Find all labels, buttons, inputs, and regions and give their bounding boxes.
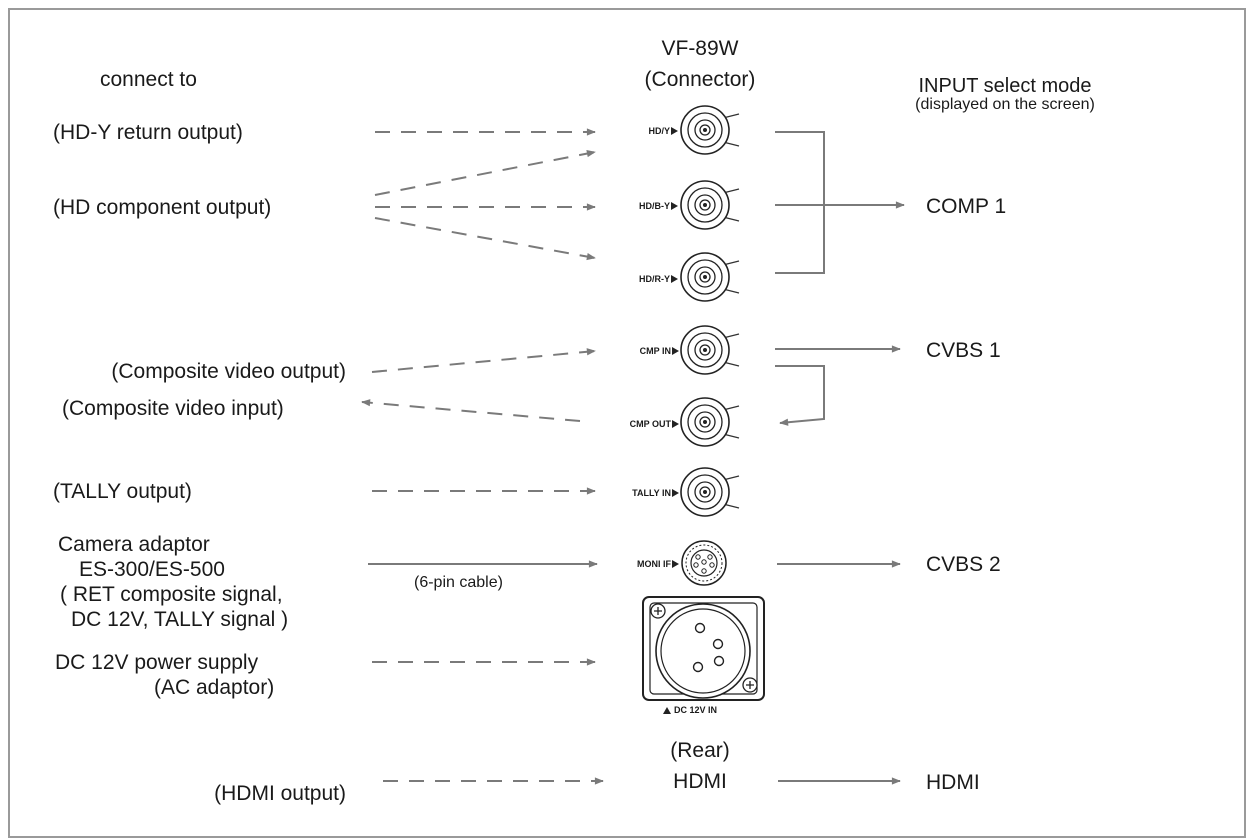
source-camera-line1: Camera adaptor: [58, 533, 210, 556]
source-camera-line2: ES-300/ES-500: [79, 558, 225, 581]
source-hdmi-out: (HDMI output): [214, 782, 346, 805]
model-name: VF-89W: [661, 37, 739, 60]
label-hdry: HD/R-Y: [639, 274, 670, 284]
label-dcin: DC 12V IN: [674, 705, 718, 715]
label-moniif: MONI IF: [637, 559, 671, 569]
bnc-hdby-connector: [680, 180, 740, 230]
mode-comp1: COMP 1: [926, 195, 1007, 218]
label-tallyin: TALLY IN: [632, 488, 671, 498]
source-composite-out: (Composite video output): [111, 360, 346, 383]
screw-icon: [742, 677, 758, 693]
bnc-cmpin-connector: [680, 325, 740, 375]
bnc-tallyin-connector: [680, 467, 740, 517]
connect-to-heading: connect to: [100, 68, 197, 91]
source-camera-line3: ( RET composite signal,: [60, 583, 283, 606]
label-hdby: HD/B-Y: [639, 201, 670, 211]
bnc-hdry-connector: [680, 252, 740, 302]
label-rear: (Rear): [670, 739, 730, 762]
mode-cvbs2: CVBS 2: [926, 553, 1001, 576]
comp-bracket: [775, 131, 825, 274]
wire-hdcomp-ry: [374, 217, 596, 261]
dc-xlr-connector: [642, 596, 765, 714]
source-hdy-return: (HD-Y return output): [53, 121, 243, 144]
loop-through: [775, 365, 825, 426]
bnc-hdy-connector: [680, 105, 740, 155]
cable-note: (6-pin cable): [414, 574, 503, 591]
label-cmpin: CMP IN: [639, 346, 671, 356]
label-cmpout: CMP OUT: [629, 419, 671, 429]
source-composite-in: (Composite video input): [62, 397, 284, 420]
source-dc-line2: (AC adaptor): [154, 676, 275, 699]
input-mode-note: (displayed on the screen): [915, 96, 1095, 113]
label-hdy: HD/Y: [648, 126, 670, 136]
wire-hdcomp-y: [374, 150, 596, 196]
mode-hdmi: HDMI: [926, 771, 980, 794]
source-tally: (TALLY output): [53, 480, 192, 503]
screw-icon: [650, 603, 666, 619]
wire-composite-in: [361, 399, 581, 422]
source-hd-component: (HD component output): [53, 196, 272, 219]
input-mode-heading: INPUT select mode: [918, 75, 1092, 97]
wire-composite-out: [371, 348, 596, 373]
mode-cvbs1: CVBS 1: [926, 339, 1001, 362]
label-hdmi-connector: HDMI: [673, 770, 727, 793]
source-dc-line1: DC 12V power supply: [55, 651, 259, 674]
connector-heading: (Connector): [644, 68, 756, 91]
source-camera-line4: DC 12V, TALLY signal ): [71, 608, 289, 631]
bnc-cmpout-connector: [680, 397, 740, 447]
moni-if-connector: [681, 540, 727, 586]
